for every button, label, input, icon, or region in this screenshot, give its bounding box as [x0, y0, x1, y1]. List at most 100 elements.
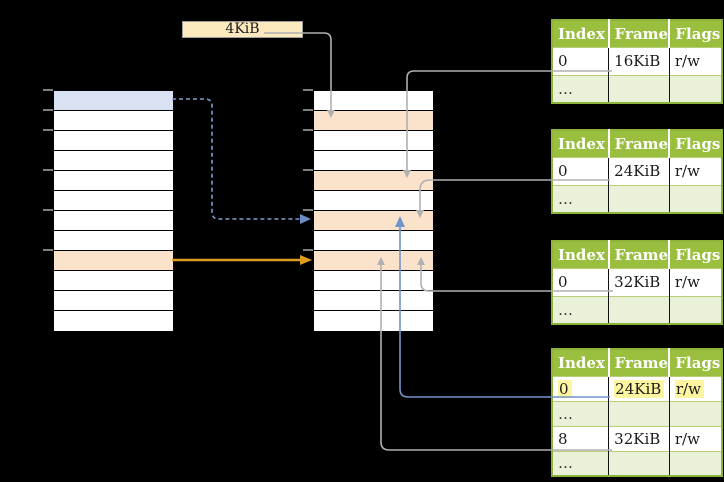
index-cell: … — [552, 184, 609, 213]
address-tick — [303, 109, 313, 111]
column-header-frame: Frame — [607, 20, 670, 47]
page-table-row: … — [552, 400, 722, 426]
memory-row — [314, 311, 433, 331]
flags-cell — [668, 74, 722, 103]
index-cell: … — [552, 400, 609, 426]
highlight: r/w — [674, 379, 704, 398]
frame-cell — [608, 74, 670, 103]
index-cell: … — [552, 450, 609, 476]
column-header-index: Index — [552, 130, 609, 157]
address-tick — [303, 169, 313, 171]
memory-row — [54, 211, 173, 231]
address-tick — [43, 249, 53, 251]
page-size-label: 4KiB — [182, 21, 303, 38]
frame-cell — [608, 184, 670, 213]
frame-cell — [608, 400, 670, 426]
memory-row — [314, 271, 433, 291]
column-header-index: Index — [552, 349, 609, 376]
index-cell: 0 — [552, 375, 609, 401]
highlight: 24KiB — [614, 379, 665, 398]
index-cell: 8 — [552, 425, 609, 451]
page-table-header-row: Index Frame Flags — [552, 349, 722, 376]
column-header-index: Index — [552, 241, 609, 268]
index-cell: 0 — [552, 156, 609, 185]
column-header-frame: Frame — [607, 130, 670, 157]
memory-row — [314, 111, 433, 131]
page-table-row-highlighted: 0 24KiB r/w — [552, 375, 722, 401]
flags-cell: r/w — [668, 46, 722, 75]
index-cell: … — [552, 74, 609, 103]
address-tick — [43, 109, 53, 111]
flags-cell: r/w — [668, 267, 722, 296]
page-table-3: Index Frame Flags 0 32KiB r/w … — [551, 240, 723, 325]
page-table-header-row: Index Frame Flags — [552, 241, 722, 268]
memory-row — [54, 171, 173, 191]
memory-row — [54, 311, 173, 331]
memory-row — [54, 151, 173, 171]
memory-row — [314, 211, 433, 231]
arrow-virtual-page-to-frame-orange — [172, 255, 312, 265]
flags-cell — [668, 400, 722, 426]
index-cell: 0 — [552, 46, 609, 75]
index-cell: 0 — [552, 267, 609, 296]
memory-row — [54, 91, 173, 111]
memory-row — [314, 191, 433, 211]
memory-row — [314, 231, 433, 251]
page-table-header-row: Index Frame Flags — [552, 130, 722, 157]
flags-cell: r/w — [668, 375, 722, 401]
page-table-row: 0 32KiB r/w — [552, 267, 722, 296]
column-header-flags: Flags — [668, 241, 722, 268]
flags-cell — [668, 450, 722, 476]
memory-row — [314, 171, 433, 191]
address-tick — [43, 89, 53, 91]
frame-cell: 32KiB — [608, 425, 670, 451]
page-table-row: … — [552, 450, 722, 476]
memory-row — [54, 111, 173, 131]
virtual-memory-column — [53, 90, 174, 332]
memory-row — [54, 271, 173, 291]
page-table-row: … — [552, 295, 722, 324]
address-tick — [303, 89, 313, 91]
frame-cell — [608, 450, 670, 476]
column-header-index: Index — [552, 20, 609, 47]
column-header-flags: Flags — [668, 349, 722, 376]
page-table-row: … — [552, 74, 722, 103]
address-tick — [303, 209, 313, 211]
memory-row — [314, 131, 433, 151]
page-table-row: 8 32KiB r/w — [552, 425, 722, 451]
highlight: 0 — [558, 379, 572, 398]
page-table-1: Index Frame Flags 0 16KiB r/w … — [551, 19, 723, 104]
flags-cell: r/w — [668, 156, 722, 185]
page-table-2: Index Frame Flags 0 24KiB r/w … — [551, 129, 723, 214]
column-header-flags: Flags — [668, 20, 722, 47]
address-tick — [43, 169, 53, 171]
memory-row — [54, 291, 173, 311]
frame-cell: 24KiB — [608, 156, 670, 185]
page-table-4: Index Frame Flags 0 24KiB r/w … 8 32KiB … — [551, 348, 723, 477]
memory-row — [314, 251, 433, 271]
frame-cell: 32KiB — [608, 267, 670, 296]
memory-row — [54, 131, 173, 151]
physical-memory-column — [313, 90, 434, 332]
flags-cell: r/w — [668, 425, 722, 451]
address-tick — [303, 249, 313, 251]
column-header-flags: Flags — [668, 130, 722, 157]
page-table-row: 0 16KiB r/w — [552, 46, 722, 75]
memory-row — [54, 191, 173, 211]
address-tick — [43, 209, 53, 211]
memory-row — [54, 251, 173, 271]
frame-cell: 24KiB — [608, 375, 670, 401]
flags-cell — [668, 184, 722, 213]
page-table-row: … — [552, 184, 722, 213]
page-table-row: 0 24KiB r/w — [552, 156, 722, 185]
page-table-header-row: Index Frame Flags — [552, 20, 722, 47]
memory-row — [314, 151, 433, 171]
column-header-frame: Frame — [607, 349, 670, 376]
flags-cell — [668, 295, 722, 324]
memory-row — [314, 291, 433, 311]
frame-cell: 16KiB — [608, 46, 670, 75]
column-header-frame: Frame — [607, 241, 670, 268]
index-cell: … — [552, 295, 609, 324]
address-tick — [43, 129, 53, 131]
